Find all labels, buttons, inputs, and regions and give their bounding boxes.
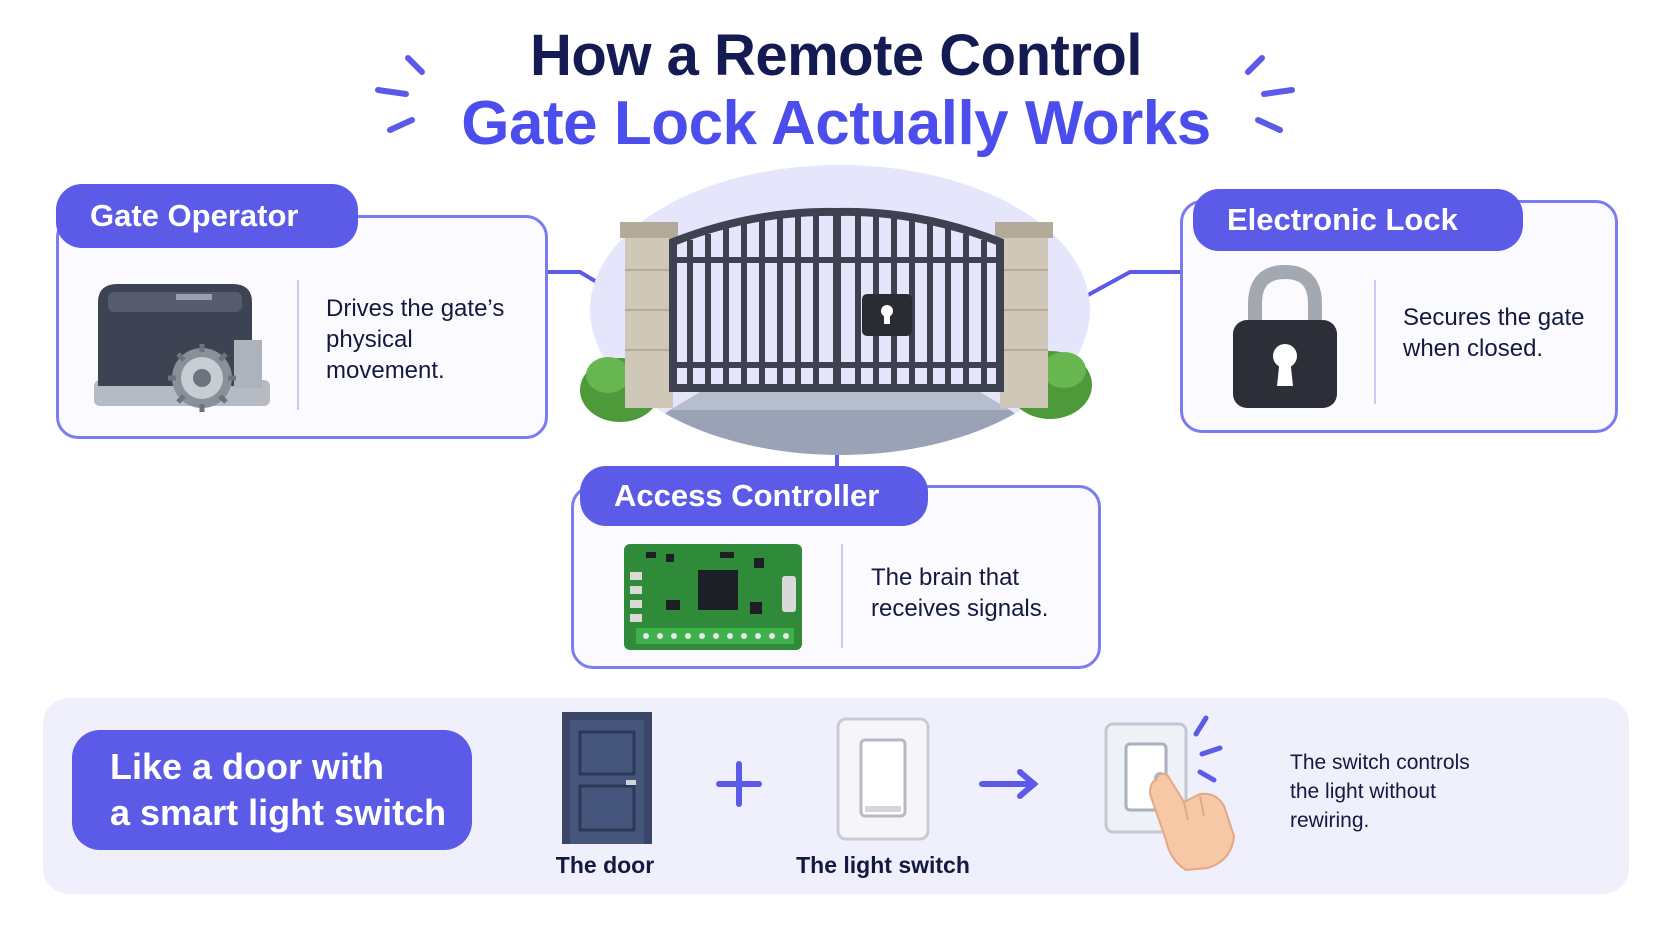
motor-icon	[94, 284, 270, 412]
gate-operator-description: Drives the gate’s physical movement.	[326, 293, 504, 386]
access-controller-desc-line-1: The brain that	[871, 564, 1020, 591]
electronic-lock-divider	[1374, 280, 1376, 404]
electronic-lock-desc-line-1: Secures the gate	[1403, 304, 1585, 331]
switch-caption: The light switch	[796, 852, 970, 878]
padlock-icon	[1233, 264, 1337, 408]
electronic-lock-description: Secures the gate when closed.	[1403, 302, 1584, 364]
plus-icon	[716, 761, 762, 807]
title-line-2: Gate Lock Actually Works	[461, 89, 1211, 158]
hand-pressing-switch-icon	[1104, 715, 1236, 872]
gate-operator-desc-line-1: Drives the gate’s	[326, 295, 505, 322]
gate-icon	[580, 165, 1092, 455]
title-line-1: How a Remote Control	[530, 23, 1142, 88]
analogy-desc-line-3: rewiring.	[1290, 809, 1370, 832]
gate-operator-desc-line-3: movement.	[326, 357, 445, 384]
electronic-lock-desc-line-2: when closed.	[1403, 335, 1544, 362]
access-controller-divider	[841, 544, 843, 648]
access-controller-desc-line-2: receives signals.	[871, 595, 1049, 622]
gate-operator-desc-line-2: physical	[326, 326, 413, 353]
access-controller-label: Access Controller	[580, 466, 928, 526]
gate-operator-label: Gate Operator	[56, 184, 358, 248]
light-switch-icon	[836, 717, 930, 841]
circuit-board-icon	[624, 544, 802, 650]
sparkle-left-icon	[375, 55, 425, 133]
gate-operator-divider	[297, 280, 299, 410]
sparkle-right-icon	[1245, 55, 1295, 133]
door-icon	[562, 712, 652, 844]
access-controller-description: The brain that receives signals.	[871, 562, 1048, 624]
analogy-headline-line-2: a smart light switch	[110, 792, 447, 833]
analogy-headline-line-1: Like a door with	[110, 746, 385, 787]
analogy-desc-line-2: the light without	[1290, 780, 1436, 803]
door-caption: The door	[555, 852, 655, 878]
arrow-right-icon	[979, 769, 1039, 799]
analogy-headline: Like a door with a smart light switch	[72, 730, 472, 850]
analogy-desc-line-1: The switch controls	[1290, 751, 1470, 774]
analogy-description: The switch controls the light without re…	[1290, 748, 1470, 835]
electronic-lock-label: Electronic Lock	[1193, 189, 1523, 251]
